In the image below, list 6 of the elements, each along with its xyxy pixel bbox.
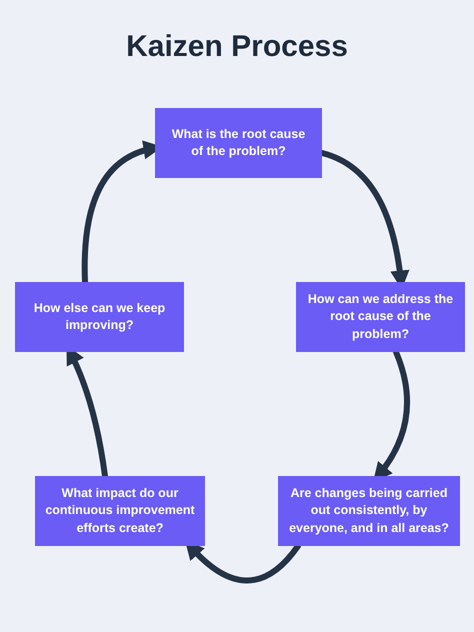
process-box: Are changes being carried out consistently, by everyone, and in all areas? <box>278 476 460 546</box>
process-box: How else can we keep improving? <box>15 282 184 352</box>
diagram-title: Kaizen Process <box>125 30 349 64</box>
process-box: What is the root cause of the problem? <box>155 108 322 178</box>
process-box: What impact do our continuous improvement efforts create? <box>35 476 205 546</box>
process-box: How can we address the root cause of the problem? <box>296 282 465 352</box>
